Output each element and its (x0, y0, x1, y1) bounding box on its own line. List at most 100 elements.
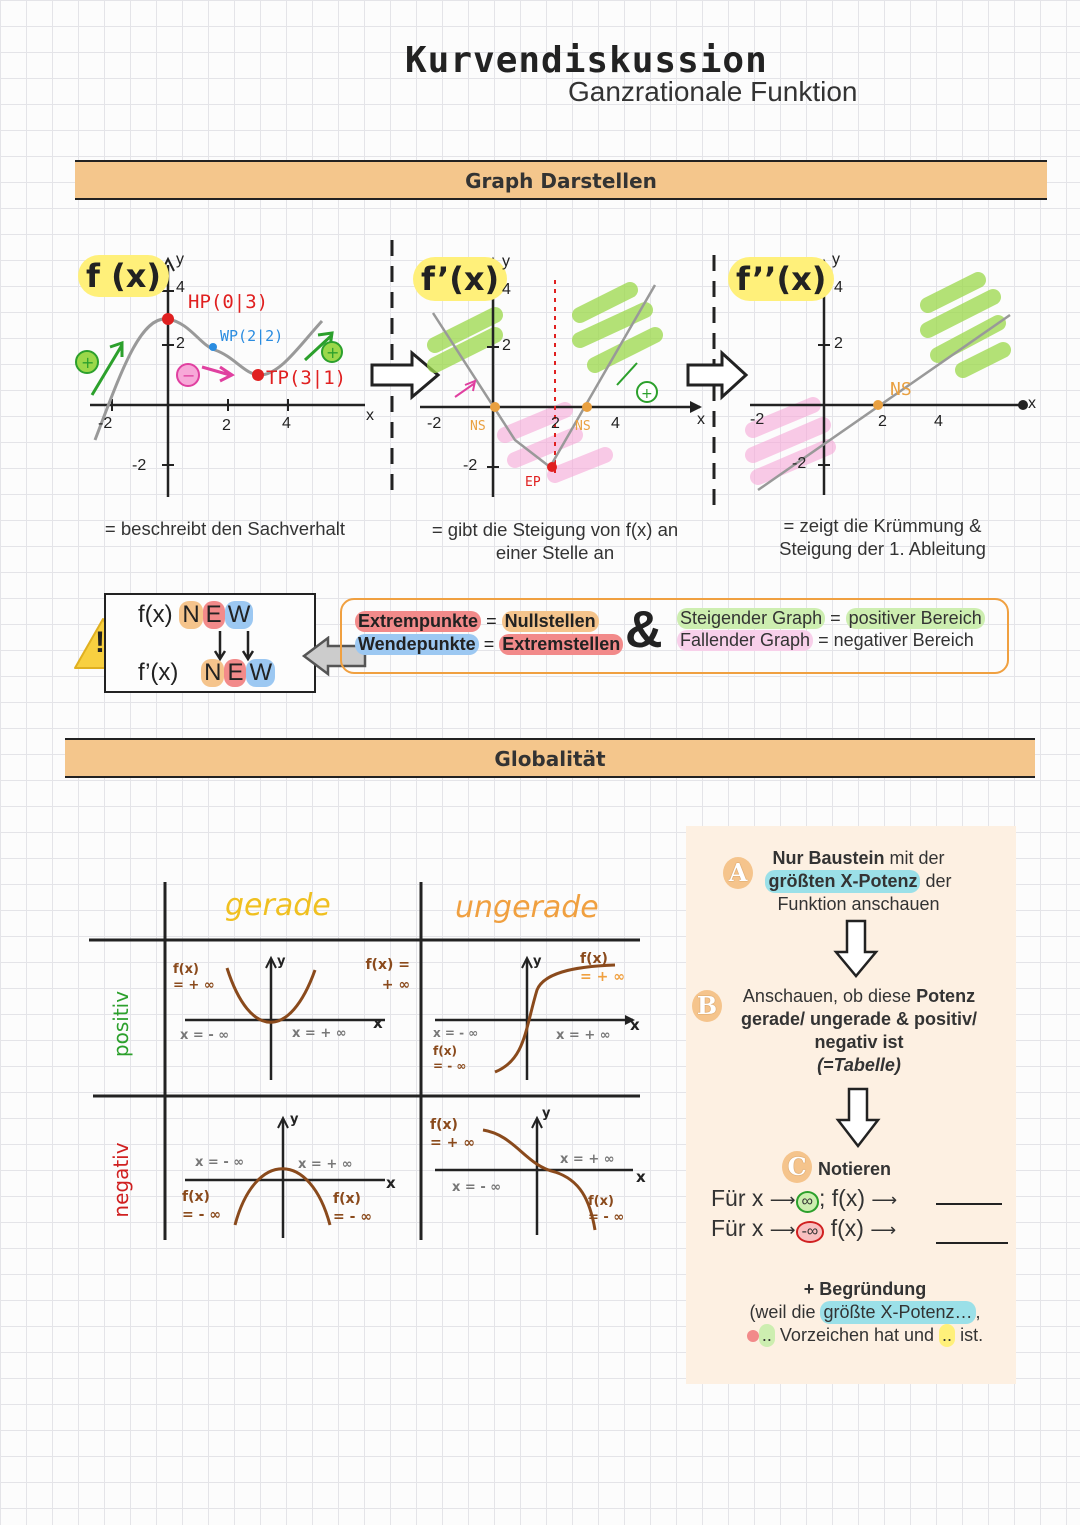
graph-f2-caption: = zeigt die Krümmung & Steigung der 1. A… (740, 514, 1025, 560)
nu-fr-1: f(x) (588, 1194, 614, 1209)
section-banner-global: Globalität (65, 738, 1035, 778)
tick-y2: 2 (834, 335, 843, 352)
wp-label: WP(2|2) (220, 327, 284, 345)
green-highlight (920, 272, 1011, 378)
pu-fr: f(x)= + ∞ (580, 950, 625, 986)
step-a-4: der (920, 871, 952, 891)
beg-3d: ist. (955, 1325, 984, 1345)
rule-wende: Wendepunkte = Extremstellen (355, 634, 624, 655)
new-w: W (224, 601, 254, 629)
pink-highlight (745, 397, 836, 485)
pu-fl-1: f(x) (433, 1044, 457, 1058)
graph-f2-label: f’’(x) (728, 257, 835, 301)
tick-yneg2: -2 (792, 455, 807, 472)
begruendung-line-3: .. Vorzeichen hat und .. ist. (690, 1324, 1040, 1347)
graph-f-svg: + + − (75, 256, 365, 497)
positiv: positiver Bereich (845, 608, 985, 629)
ng-xl: x = - ∞ (195, 1155, 245, 1170)
axis-x-label: x (697, 411, 705, 428)
tick-yneg2: -2 (132, 457, 147, 474)
step-b-5: (=Tabelle) (817, 1055, 901, 1075)
ng-x: x (386, 1174, 396, 1192)
step-b-2: Potenz (916, 986, 976, 1006)
caption-line: = gibt die Steigung von f(x) an (431, 519, 679, 540)
new-n: N (201, 659, 225, 687)
limit-row-2-inf: -∞ (795, 1221, 825, 1243)
nu-fr: f(x)= - ∞ (588, 1194, 624, 1226)
tick-x2: 2 (878, 413, 887, 430)
down-arrow-icon (835, 1087, 881, 1149)
step-a-1: Nur Baustein (772, 848, 885, 868)
green-highlight (427, 282, 663, 373)
new-e: E (202, 601, 225, 629)
ns-label: NS (890, 379, 912, 400)
extremstellen: Extremstellen (499, 634, 624, 655)
divider-arrow-1 (370, 240, 441, 495)
ep-label: EP (525, 475, 541, 490)
beg-2a: (weil die (749, 1302, 821, 1322)
caption-line: Steigung der 1. Ableitung (779, 538, 986, 559)
wp-point (209, 343, 217, 351)
pg-x: x (373, 1014, 383, 1032)
step-a-icon: A (723, 857, 753, 889)
rules-card (340, 598, 1009, 674)
page-title: Kurvendiskussion (405, 40, 768, 81)
blank-line-2 (936, 1242, 1008, 1244)
beg-3a: .. (758, 1324, 775, 1347)
ng-fr-2: = - ∞ (333, 1209, 372, 1225)
pg-xr: x = + ∞ (292, 1026, 347, 1041)
step-a-5: Funktion anschauen (777, 894, 940, 914)
step-b-1: Anschauen, ob diese (742, 986, 917, 1006)
right-arrow-icon (370, 349, 441, 401)
tick-y2: 2 (176, 335, 185, 352)
eq: = (486, 611, 497, 631)
limit-row-1: Für x ⟶∞; f(x) ⟶ (711, 1185, 898, 1213)
pg-fl-2: = + ∞ (173, 978, 215, 993)
blank-line-1 (936, 1203, 1002, 1205)
rule-fallend: Fallender Graph = negativer Bereich (677, 630, 974, 651)
pu-xr: x = + ∞ (556, 1028, 611, 1043)
nu-xr: x = + ∞ (560, 1152, 615, 1167)
svg-text:+: + (326, 343, 339, 362)
new-e: E (224, 659, 247, 687)
pg-y: y (277, 954, 286, 969)
tick-x4: 4 (611, 415, 620, 432)
col-gerade: gerade (225, 888, 331, 923)
limit-row-2: Für x ⟶-∞ f(x) ⟶ (711, 1215, 897, 1243)
eq: = (483, 634, 495, 654)
pu-xl: x = - ∞ (433, 1026, 479, 1040)
step-c-title: Notieren (818, 1159, 892, 1179)
ampersand: & (625, 601, 663, 659)
eq: = (818, 630, 829, 650)
pg-fr: f(x) =+ ∞ (335, 955, 410, 995)
graph-f2-svg (745, 258, 1028, 495)
col-ungerade: ungerade (455, 890, 599, 925)
limit-row-1-b: ; f(x) (819, 1185, 865, 1211)
beg-2c: , (975, 1302, 981, 1322)
step-b-text: Anschauen, ob diese Potenz gerade/ unger… (724, 985, 994, 1077)
wendepunkte: Wendepunkte (355, 634, 479, 655)
hp-point (162, 313, 174, 325)
red-dot-icon (746, 1330, 759, 1343)
tick-x2: 2 (551, 415, 560, 432)
rule-extrem: Extrempunkte = Nullstellen (355, 611, 599, 632)
graph-f1-label: f’(x) (413, 257, 508, 301)
limit-row-2-b: f(x) (824, 1215, 864, 1241)
begruendung-line-2: (weil die größte X-Potenz…, (690, 1301, 1040, 1324)
extrempunkte: Extrempunkte (355, 611, 482, 632)
graph-f1: + f’(x) NS NS EP 4 2 -2 -2 2 4 x y (405, 235, 725, 505)
ng-fr: f(x)= - ∞ (333, 1190, 372, 1226)
nu-xl: x = - ∞ (452, 1180, 502, 1195)
limit-row-1-inf: ∞ (795, 1191, 819, 1213)
axis-y-label: y (832, 251, 840, 268)
tick-x2: 2 (222, 417, 231, 434)
step-a-text: Nur Baustein mit der größten X-Potenz de… (756, 847, 961, 916)
tick-y4: 4 (176, 279, 185, 296)
tick-y2: 2 (502, 337, 511, 354)
ng-fl-1: f(x) (182, 1189, 210, 1205)
axis-y-label: y (502, 253, 510, 270)
nu-x: x (636, 1168, 646, 1186)
new-w: W (246, 659, 276, 687)
pu-fl: f(x)= - ∞ (433, 1044, 466, 1074)
